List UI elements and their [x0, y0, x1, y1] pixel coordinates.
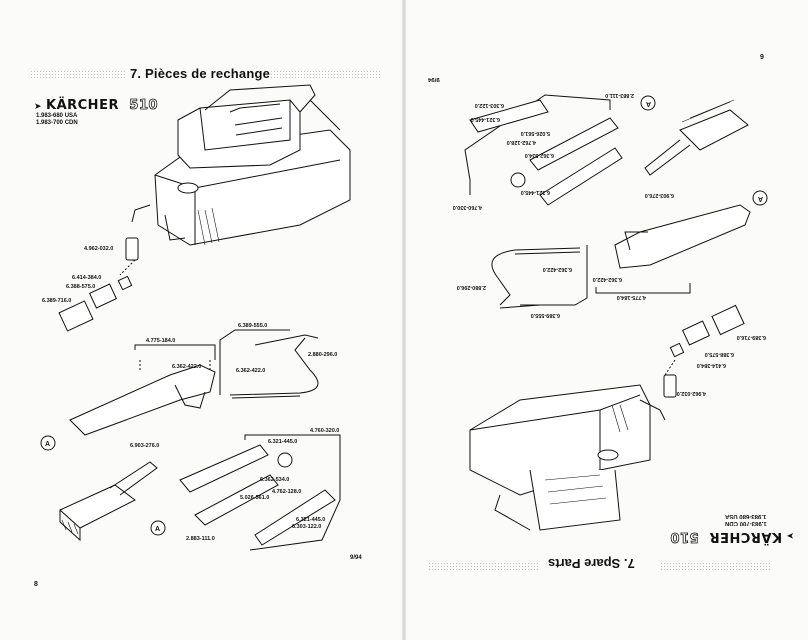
scan-noise	[428, 562, 538, 572]
label-r-coupling: 6.388-575.0	[705, 351, 734, 357]
lance-tube-right-1	[469, 99, 549, 133]
label-lance-nozzle: 6.362-534.0	[260, 477, 289, 483]
lance-tube-1	[179, 444, 269, 493]
marker-a-right-2-label: A	[758, 195, 763, 202]
label-r-adapter: 6.389-716.0	[737, 334, 766, 340]
label-r-lance-part6: 2.883-111.0	[605, 92, 634, 98]
label-r-hose: 6.389-555.0	[531, 312, 560, 318]
label-adapter: 6.389-716.0	[42, 298, 71, 304]
label-nipple: 6.414-384.0	[72, 275, 101, 281]
coupling-part	[88, 283, 118, 309]
label-lance-part4: 6.321-445.0	[296, 517, 325, 523]
wash-brush	[59, 461, 158, 542]
label-filter: 4.962-032.0	[84, 246, 113, 252]
scan-noise	[270, 70, 380, 80]
brand-arrow-icon: ➤	[34, 101, 42, 111]
high-pressure-hose-right	[491, 247, 581, 309]
label-gun-screw: 6.362-422.0	[172, 364, 201, 370]
label-r-lance-part4: 6.321-445.0	[521, 189, 550, 195]
spray-gun-right	[614, 204, 751, 269]
pressure-washer-body	[131, 84, 351, 246]
model-number: 510	[129, 98, 159, 114]
marker-a-right-label: A	[646, 100, 651, 107]
coupling-right	[681, 320, 711, 346]
lance-tube-right-3	[539, 147, 623, 206]
marker-a-left-2	[150, 520, 166, 536]
lance-tube-3	[254, 489, 336, 546]
page-number-left: 8	[34, 581, 38, 588]
label-lance-part5: 6.303-122.0	[292, 524, 321, 530]
label-r-filter: 4.962-032.0	[677, 390, 706, 396]
page-number-right: 9	[760, 54, 764, 61]
filter-right	[663, 374, 677, 398]
label-gun: 4.775-184.0	[146, 338, 175, 344]
adapter-part	[58, 300, 94, 332]
label-r-hose-clip: 2.880-296.0	[457, 284, 486, 290]
label-hose: 6.389-555.0	[238, 323, 267, 329]
marker-a-left-2-label: A	[155, 526, 160, 533]
brand-name: KÄRCHER	[46, 98, 119, 113]
label-lance-part1: 6.321-445.0	[268, 439, 297, 445]
label-r-gun-screw: 6.362-422.0	[593, 276, 622, 282]
label-r-lance: 4.760-330.0	[453, 204, 482, 210]
label-lance-part3: 5.026-561.0	[240, 495, 269, 501]
adapter-right	[711, 304, 745, 336]
label-r-lance-nozzle: 6.362-534.0	[525, 152, 554, 158]
pressure-washer-body-right	[469, 384, 666, 531]
high-pressure-hose	[229, 334, 319, 399]
label-r-hose-screw: 6.362-422.0	[543, 266, 572, 272]
wash-brush-right	[644, 99, 749, 176]
marker-a-left	[40, 435, 56, 451]
label-coupling: 6.388-575.0	[66, 284, 95, 290]
nipple-right	[669, 342, 685, 358]
model-line-cdn: 1.983-700 CDN	[36, 120, 78, 126]
date-code-left: 9/94	[350, 555, 362, 561]
label-r-lance-part3: 5.026-561.0	[521, 130, 550, 136]
label-hose-screw: 6.362-422.0	[236, 368, 265, 374]
label-lance-part2: 4.762-128.0	[272, 489, 301, 495]
lance-tube-right-2	[529, 117, 619, 171]
spray-gun	[69, 360, 216, 436]
scan-noise	[660, 562, 770, 572]
lance-nozzle-right	[510, 172, 526, 188]
label-lance-part6: 2.883-111.0	[186, 536, 215, 542]
nipple-part	[117, 275, 133, 291]
marker-a-right-2	[752, 190, 768, 206]
label-r-brush: 6.903-276.0	[645, 192, 674, 198]
lance-nozzle-part	[277, 452, 293, 468]
marker-a-right	[640, 95, 656, 111]
filter-part	[125, 237, 139, 261]
page-gutter	[402, 0, 406, 640]
label-r-lance-part1: 6.321-445.0	[471, 116, 500, 122]
label-brush: 6.903-276.0	[130, 443, 159, 449]
label-lance: 4.760-320.0	[310, 428, 339, 434]
label-r-lance-part2: 4.762-128.0	[507, 139, 536, 145]
brand-logo: ➤ KÄRCHER 510	[34, 96, 158, 114]
lance-tube-2	[194, 474, 279, 526]
page-title-fr: 7. Pièces de rechange	[130, 66, 271, 81]
label-hose-clip: 2.880-296.0	[308, 352, 337, 358]
scan-noise	[30, 70, 125, 80]
label-r-nipple: 6.414-384.0	[697, 362, 726, 368]
model-line-usa: 1.983-680 USA	[36, 113, 78, 119]
marker-a-left-label: A	[45, 441, 50, 448]
label-r-gun: 4.775-184.0	[617, 294, 646, 300]
label-r-lance-part5: 6.303-122.0	[475, 102, 504, 108]
